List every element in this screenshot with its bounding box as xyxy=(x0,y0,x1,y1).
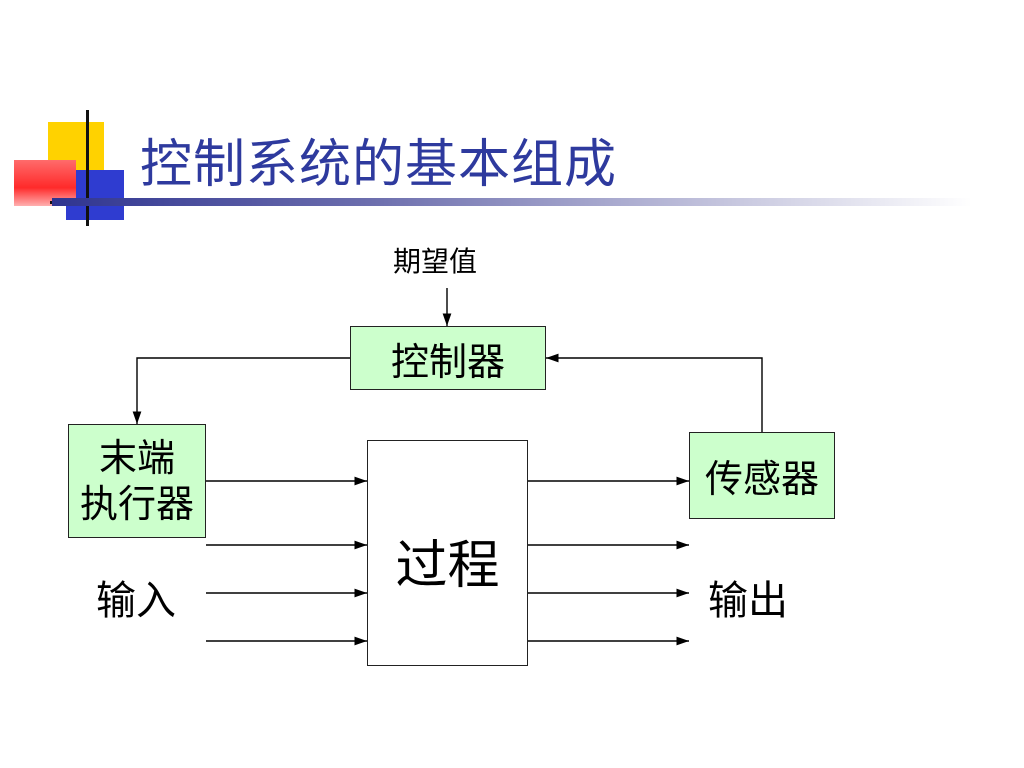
controller-to-actuator-arrow xyxy=(132,357,351,424)
actuator-label-line1: 末端 xyxy=(98,436,175,480)
output-label: 输出 xyxy=(708,578,788,624)
slide-title: 控制系统的基本组成 xyxy=(140,135,618,195)
actuator-label-line2: 执行器 xyxy=(79,482,194,526)
process-block: 过程 xyxy=(367,440,528,666)
setpoint-label: 期望值 xyxy=(393,245,478,278)
input-label: 输入 xyxy=(96,578,176,624)
title-underline xyxy=(52,198,972,206)
sensor-label: 传感器 xyxy=(704,457,819,501)
process-label: 过程 xyxy=(395,536,500,596)
controller-block: 控制器 xyxy=(350,326,546,390)
controller-label: 控制器 xyxy=(390,339,505,384)
actuator-block: 末端 执行器 xyxy=(68,424,206,538)
decor-vertical-line xyxy=(86,110,89,226)
sensor-feedback-arrow xyxy=(546,353,763,432)
sensor-block: 传感器 xyxy=(689,432,835,519)
